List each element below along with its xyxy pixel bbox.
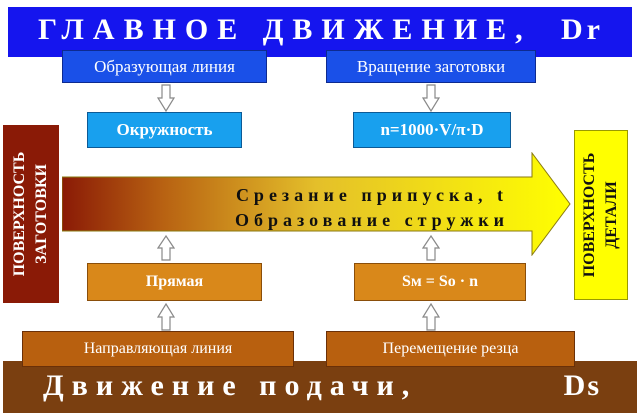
feed-motion-symbol: Ds — [563, 369, 601, 402]
up-arrow-icon — [157, 235, 175, 261]
workpiece-surface-line2: ЗАГОТОВКИ — [33, 164, 50, 264]
stock-removal-text: Срезание припуска, t — [235, 185, 509, 205]
part-surface-line1: ПОВЕРХНОСТЬ — [581, 152, 598, 278]
chip-formation-text: Образование стружки — [234, 210, 510, 230]
big-arrow-shape — [61, 151, 571, 257]
main-motion-symbol: Dr — [561, 13, 604, 46]
up-arrow-icon — [422, 235, 440, 261]
straight-line-box: Прямая — [87, 263, 262, 301]
workpiece-surface-line1: ПОВЕРХНОСТЬ — [11, 151, 28, 277]
rpm-formula-box: n=1000·V/π·D — [353, 112, 511, 148]
generating-line-box: Образующая линия — [62, 50, 267, 83]
workpiece-rotation-box: Вращение заготовки — [326, 50, 536, 83]
part-surface-line2: ДЕТАЛИ — [603, 181, 620, 249]
up-arrow-icon — [157, 303, 175, 331]
workpiece-surface-label: ПОВЕРХНОСТЬ ЗАГОТОВКИ — [3, 125, 59, 303]
down-arrow-icon — [422, 84, 440, 112]
feed-motion-title: Движение подачи, — [43, 369, 418, 402]
up-arrow-icon — [422, 303, 440, 331]
down-arrow-icon — [157, 84, 175, 112]
circle-box: Окружность — [87, 112, 242, 148]
feed-motion-banner: Движение подачи, Ds — [3, 361, 637, 413]
cutter-movement-box: Перемещение резца — [326, 331, 575, 367]
feed-formula-box: Sм = So · n — [354, 263, 526, 301]
main-motion-title: ГЛАВНОЕ ДВИЖЕНИЕ, — [38, 13, 532, 46]
main-motion-banner: ГЛАВНОЕ ДВИЖЕНИЕ, Dr — [8, 7, 632, 57]
directing-line-box: Направляющая линия — [22, 331, 294, 367]
part-surface-label: ПОВЕРХНОСТЬ ДЕТАЛИ — [574, 130, 628, 300]
process-arrow: Срезание припуска, t Образование стружки — [61, 151, 572, 257]
